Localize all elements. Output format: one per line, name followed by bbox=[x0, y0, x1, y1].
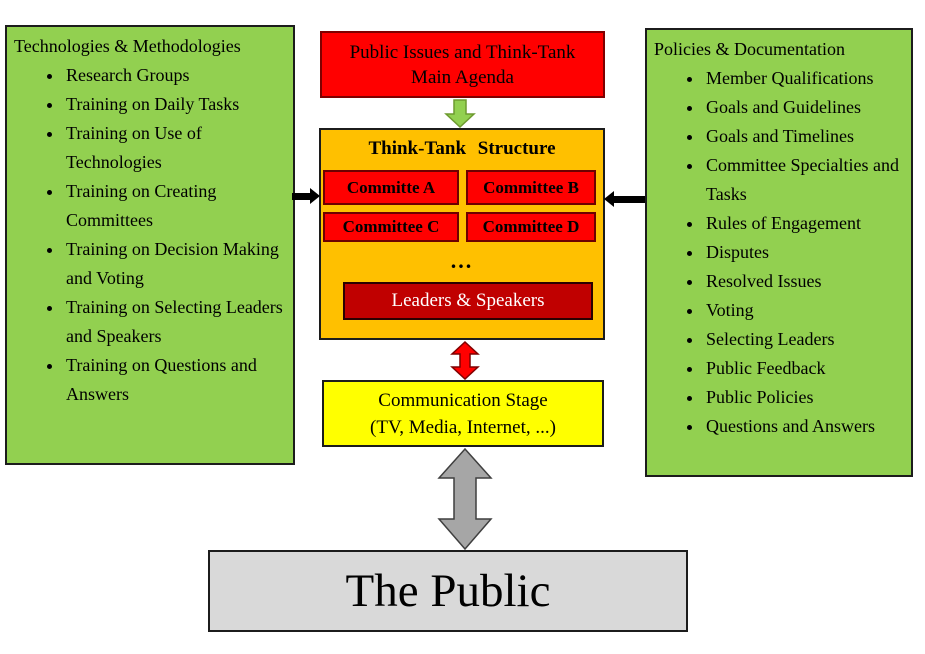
policies-list: Member QualificationsGoals and Guideline… bbox=[647, 64, 911, 441]
list-item: Goals and Timelines bbox=[704, 122, 911, 151]
technologies-methodologies-panel: Technologies & Methodologies Research Gr… bbox=[5, 25, 295, 465]
structure-title: Think-Tank Structure bbox=[368, 138, 556, 159]
list-item: Public Feedback bbox=[704, 354, 911, 383]
up-down-arrow-icon bbox=[437, 448, 493, 550]
down-arrow-icon bbox=[444, 99, 476, 128]
agenda-box: Public Issues and Think-Tank Main Agenda bbox=[320, 31, 605, 98]
list-item: Training on Decision Making and Voting bbox=[64, 235, 293, 293]
committee-c-label: Committee C bbox=[342, 217, 440, 236]
communication-stage-box: Communication Stage (TV, Media, Internet… bbox=[322, 380, 604, 447]
think-tank-structure-box: Think-Tank Structure Committe A Committe… bbox=[319, 128, 605, 340]
committee-b-box: Committee B bbox=[466, 170, 596, 205]
the-public-box: The Public bbox=[208, 550, 688, 632]
list-item: Training on Daily Tasks bbox=[64, 90, 293, 119]
leaders-speakers-label: Leaders & Speakers bbox=[391, 290, 545, 311]
list-item: Training on Creating Committees bbox=[64, 177, 293, 235]
up-down-arrow-icon bbox=[450, 341, 480, 380]
communication-line1: Communication Stage bbox=[378, 389, 548, 411]
committee-c-box: Committee C bbox=[323, 212, 459, 242]
left-arrow-icon bbox=[604, 191, 648, 207]
communication-line2: (TV, Media, Internet, ...) bbox=[370, 416, 556, 438]
list-item: Selecting Leaders bbox=[704, 325, 911, 354]
list-item: Goals and Guidelines bbox=[704, 93, 911, 122]
right-arrow-icon bbox=[292, 188, 320, 204]
technologies-list: Research GroupsTraining on Daily TasksTr… bbox=[7, 61, 293, 409]
list-item: Research Groups bbox=[64, 61, 293, 90]
committee-a-label: Committe A bbox=[346, 177, 436, 197]
list-item: Questions and Answers bbox=[704, 412, 911, 441]
list-item: Public Policies bbox=[704, 383, 911, 412]
leaders-speakers-box: Leaders & Speakers bbox=[343, 282, 593, 320]
list-item: Committee Specialties and Tasks bbox=[704, 151, 911, 209]
arrow-head bbox=[604, 191, 614, 207]
list-item: Voting bbox=[704, 296, 911, 325]
list-item: Training on Selecting Leaders and Speake… bbox=[64, 293, 293, 351]
committee-b-label: Committee B bbox=[483, 177, 579, 197]
list-item: Disputes bbox=[704, 238, 911, 267]
committee-d-box: Committee D bbox=[466, 212, 596, 242]
committee-d-label: Committee D bbox=[482, 217, 580, 236]
arrow-shaft bbox=[292, 193, 310, 200]
panel-title: Technologies & Methodologies bbox=[14, 36, 241, 56]
arrow-head bbox=[310, 188, 320, 204]
more-committees-ellipsis: ... bbox=[450, 248, 474, 273]
panel-title: Policies & Documentation bbox=[654, 39, 845, 59]
list-item: Training on Use of Technologies bbox=[64, 119, 293, 177]
list-item: Training on Questions and Answers bbox=[64, 351, 293, 409]
list-item: Rules of Engagement bbox=[704, 209, 911, 238]
arrow-shaft bbox=[614, 196, 648, 203]
agenda-text: Public Issues and Think-Tank Main Agenda bbox=[349, 41, 576, 88]
list-item: Resolved Issues bbox=[704, 267, 911, 296]
policies-documentation-panel: Policies & Documentation Member Qualific… bbox=[645, 28, 913, 477]
list-item: Member Qualifications bbox=[704, 64, 911, 93]
the-public-label: The Public bbox=[345, 565, 551, 617]
committee-a-box: Committe A bbox=[323, 170, 459, 205]
